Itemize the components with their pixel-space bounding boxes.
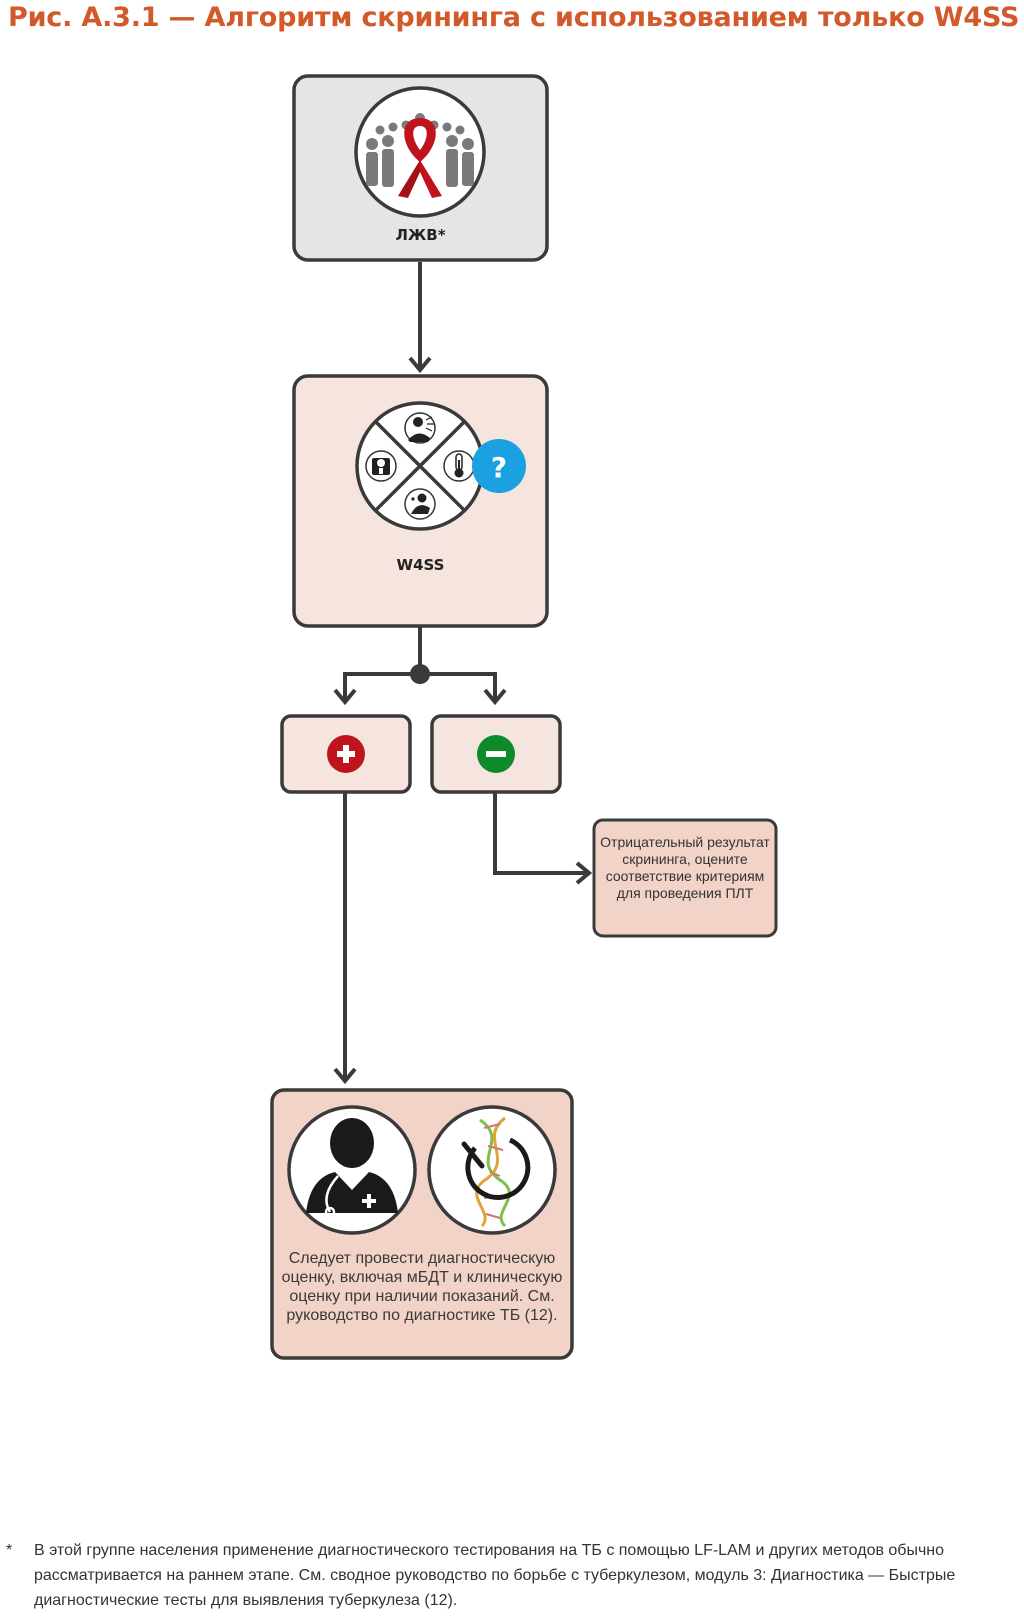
red-ribbon-crowd-icon <box>354 86 486 218</box>
arrowhead-positive <box>333 688 357 706</box>
plus-circle-icon <box>327 735 365 773</box>
negative-result-text: Отрицательный результат скрининга, оцени… <box>600 834 770 901</box>
footnote-mark: * <box>6 1542 13 1559</box>
diagnostics-text: Следует провести диагностическую оценку,… <box>281 1250 563 1324</box>
weight-loss-icon <box>365 450 397 482</box>
arrowhead-w4ss <box>408 356 432 374</box>
minus-circle-icon <box>477 735 515 773</box>
connector-lines <box>333 262 593 1085</box>
figure-title: Рис. А.3.1 — Алгоритм скрининга с исполь… <box>8 2 1020 33</box>
w4ss-label: W4SS <box>396 556 445 574</box>
question-badge-icon: ? <box>472 439 526 493</box>
doctor-icon <box>287 1105 417 1235</box>
arrowhead-result <box>575 861 593 885</box>
night-sweats-icon <box>404 488 436 520</box>
four-symptom-wheel-icon <box>355 401 485 531</box>
arrowhead-diagnostics <box>333 1067 357 1085</box>
cough-icon <box>404 412 436 444</box>
dna-test-icon <box>427 1105 557 1235</box>
arrowhead-negative <box>483 688 507 706</box>
question-mark: ? <box>491 451 507 484</box>
footnote: * В этой группе населения применение диа… <box>6 1538 1011 1613</box>
footnote-text: В этой группе населения применение диагн… <box>34 1542 956 1609</box>
arrow-negative-to-result <box>493 792 588 875</box>
flowchart: ? <box>270 74 778 1360</box>
fever-thermometer-icon <box>443 450 475 482</box>
junction-dot <box>410 664 430 684</box>
negative-result-box <box>592 818 778 938</box>
plhiv-label: ЛЖВ* <box>395 226 446 244</box>
